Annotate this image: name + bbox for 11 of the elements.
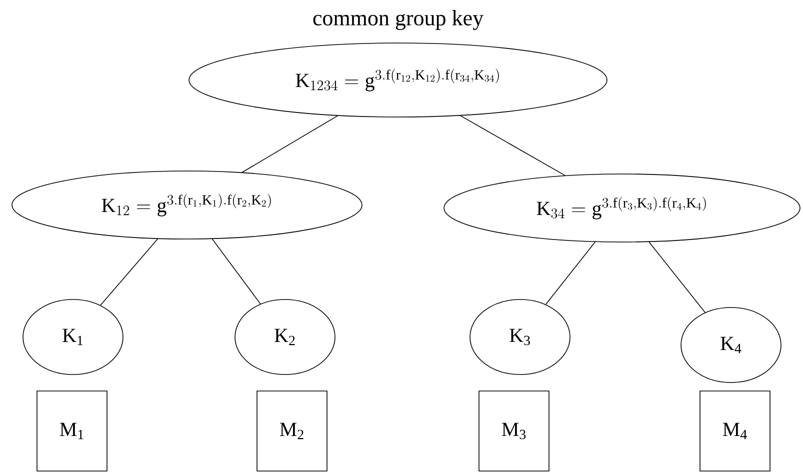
connector-line <box>545 242 596 305</box>
member-box: M$_{3}$ <box>478 390 550 472</box>
member-box: M$_{2}$ <box>256 390 328 472</box>
member-box: M$_{1}$ <box>36 390 108 472</box>
connector-line <box>648 242 706 313</box>
connector-line <box>460 115 566 176</box>
connector-line <box>242 115 338 173</box>
member-box: M$_{4}$ <box>700 390 770 472</box>
connector-line <box>212 238 261 304</box>
title: common group key <box>313 10 484 30</box>
connector-line <box>100 238 158 306</box>
